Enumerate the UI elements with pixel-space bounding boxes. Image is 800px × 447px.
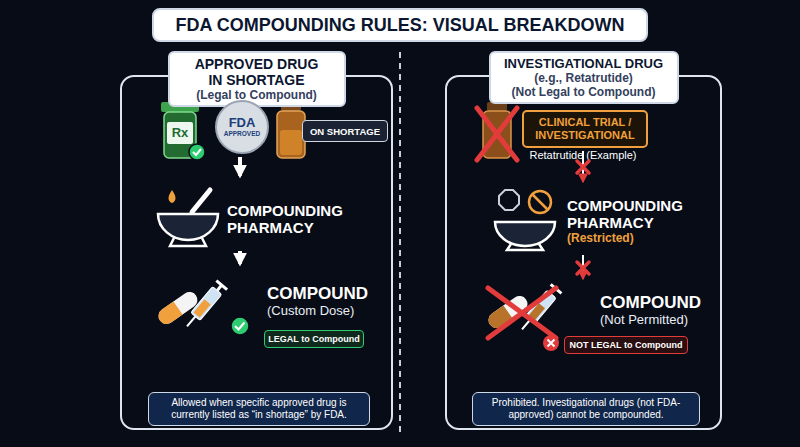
capsule-icon — [155, 289, 200, 327]
diagram-title: FDA COMPOUNDING RULES: VISUAL BREAKDOWN — [152, 8, 648, 42]
cross-mark — [577, 161, 589, 173]
panel-box: INVESTIGATIONAL DRUG(e.g., Retatrutide)(… — [445, 75, 722, 430]
node-text: NOT LEGAL to Compound — [570, 340, 683, 350]
check-mark — [235, 323, 245, 330]
node-text: (Not Legal to Compound) — [499, 85, 669, 99]
cross-mark — [577, 262, 589, 274]
flow-arrow — [582, 151, 584, 181]
error-circle — [543, 335, 559, 351]
panel-header: APPROVED DRUG IN SHORTAGE(Legal to Compo… — [168, 51, 346, 107]
node-text: APPROVED DRUG IN SHORTAGE — [191, 56, 323, 88]
flow-arrow — [582, 255, 584, 278]
bottle-body — [277, 111, 305, 158]
flow-arrow — [238, 251, 242, 264]
step-group: COMPOUND(Custom Dose) — [150, 278, 370, 324]
node-text: (e.g., Retatrutide) — [499, 71, 669, 85]
node-text: ON SHORTAGE — [310, 126, 380, 137]
divider-line — [399, 52, 401, 432]
syringe-barrel — [191, 287, 222, 321]
bottle-contents — [280, 130, 302, 155]
mortar-base — [507, 244, 543, 250]
note-box: Allowed when specific approved drug is c… — [148, 392, 370, 426]
prohibition-sign — [529, 191, 551, 213]
check-circle — [231, 317, 249, 335]
status-tag: ON SHORTAGE — [302, 120, 388, 142]
node-text: (Legal to Compound) — [191, 88, 323, 102]
node-text: (Custom Dose) — [267, 303, 370, 319]
step-group: COMPOUNDING PHARMACY — [152, 190, 357, 248]
status-badge: NOT LEGAL to Compound — [564, 336, 688, 354]
label-text: Rx — [167, 124, 193, 142]
step-group: COMPOUND(Not Permitted) — [482, 287, 697, 333]
syringe-icon — [182, 281, 227, 331]
node-text: CLINICAL TRIAL / INVESTIGATIONAL — [528, 116, 642, 142]
node-text: FDA — [229, 116, 256, 130]
node-text: (Restricted) — [567, 231, 697, 246]
node-text: Allowed when specific approved drug is c… — [157, 397, 361, 421]
capsule-half — [155, 301, 182, 327]
node-text: COMPOUNDING PHARMACY — [227, 202, 357, 236]
node-text: APPROVED — [224, 130, 260, 138]
stop-sign — [499, 190, 519, 210]
check-circle — [189, 144, 205, 160]
node-text: INVESTIGATIONAL DRUG — [499, 56, 669, 71]
mortar-bowl — [158, 214, 218, 240]
approval-seal: FDAAPPROVED — [215, 100, 269, 154]
status-badge: LEGAL to Compound — [264, 330, 364, 348]
cross-mark — [477, 108, 517, 160]
node-text: (Not Permitted) — [600, 312, 697, 328]
syringe-needle — [522, 320, 530, 329]
bottle-label — [167, 122, 193, 144]
syringe-plunger — [216, 281, 227, 290]
prohibition-slash — [532, 194, 548, 210]
step-group: COMPOUNDING PHARMACY(Restricted) — [482, 190, 697, 252]
panel-header: INVESTIGATIONAL DRUG(e.g., Retatrutide)(… — [489, 51, 679, 104]
syringe-fluid — [194, 299, 211, 317]
node-text: COMPOUND — [267, 284, 370, 303]
capsule-half — [155, 289, 200, 327]
note-box: Prohibited. Investigational drugs (not F… — [472, 392, 700, 426]
node-text: Prohibited. Investigational drugs (not F… — [481, 397, 691, 421]
status-box: CLINICAL TRIAL / INVESTIGATIONAL — [522, 110, 648, 148]
node-text: COMPOUNDING PHARMACY — [567, 197, 697, 231]
cross-mark — [488, 288, 556, 338]
node-text: LEGAL to Compound — [268, 334, 359, 344]
drop-icon — [169, 190, 176, 203]
syringe-needle — [187, 316, 195, 326]
label-text: Retatrutide (Example) — [515, 149, 651, 162]
error-mark — [548, 340, 555, 347]
flow-arrow — [238, 157, 242, 176]
mortar-base — [170, 238, 206, 246]
node-text: COMPOUND — [600, 293, 697, 312]
panel-box: APPROVED DRUG IN SHORTAGE(Legal to Compo… — [120, 75, 393, 430]
mortar-bowl — [495, 222, 555, 246]
pestle — [192, 190, 210, 212]
check-mark — [193, 149, 201, 155]
